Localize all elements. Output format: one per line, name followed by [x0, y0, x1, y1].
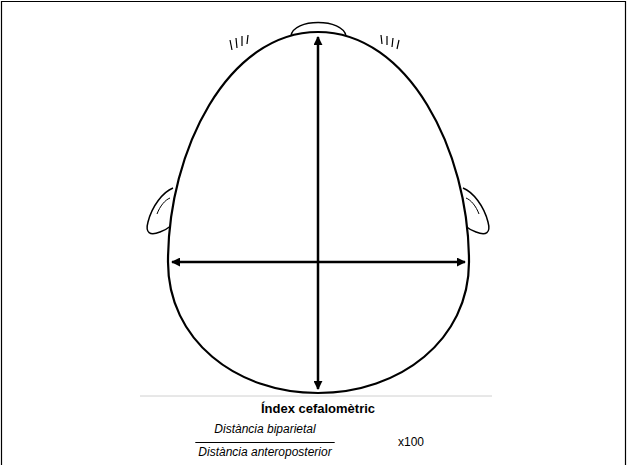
separator-line [140, 396, 492, 397]
hair-stroke [230, 40, 232, 50]
fraction-layer [195, 442, 334, 443]
hair-left [230, 35, 248, 50]
hair-right [381, 35, 399, 49]
hair-stroke [241, 36, 242, 46]
hair-stroke [397, 40, 399, 49]
fraction-bar [195, 442, 334, 443]
left-ear-fold [157, 198, 170, 214]
hair-stroke [392, 38, 393, 47]
hair-stroke [247, 35, 248, 44]
biparietal-arrow [172, 261, 465, 264]
head-outline [168, 32, 469, 393]
hair-stroke [236, 38, 237, 48]
formula-denominator: Distància anteroposterior [198, 446, 331, 460]
hair-stroke [386, 36, 387, 45]
hair-stroke [381, 35, 382, 44]
anteroposterior-arrow [317, 37, 320, 389]
right-ear-fold [466, 198, 479, 214]
formula-numerator: Distància biparietal [214, 423, 315, 437]
formula-multiplier: x100 [398, 436, 424, 450]
caption-title: Índex cefalomètric [261, 402, 375, 417]
